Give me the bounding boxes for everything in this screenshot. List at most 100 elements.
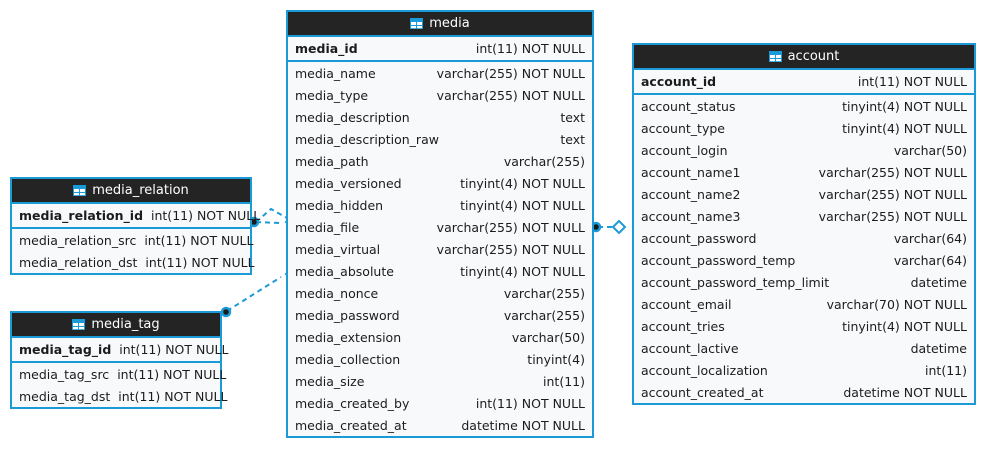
column-type: varchar(255) (503, 285, 585, 301)
table-icon (768, 51, 782, 62)
column-type: varchar(70) NOT NULL (826, 296, 967, 312)
column-type: tinyint(4) NOT NULL (460, 263, 585, 279)
column-name: account_email (641, 296, 732, 312)
column-row[interactable]: media_name varchar(255) NOT NULL (288, 62, 592, 84)
column-row[interactable]: media_relation_dst int(11) NOT NULL (12, 251, 255, 273)
column-name: account_name2 (641, 186, 741, 202)
column-row[interactable]: account_name2 varchar(255) NOT NULL (634, 183, 974, 205)
column-type: varchar(64) (893, 252, 967, 268)
column-name: media_tag_src (19, 366, 110, 382)
table-icon (73, 185, 87, 196)
column-row[interactable]: media_description text (288, 106, 592, 128)
column-name: media_tag_dst (19, 388, 111, 404)
entity-media[interactable]: media media_id int(11) NOT NULL media_na… (286, 10, 594, 438)
column-type: varchar(255) NOT NULL (436, 65, 585, 81)
column-type: text (560, 131, 585, 147)
entity-media-columns: media_id int(11) NOT NULL media_name var… (288, 37, 592, 436)
column-name: media_size (295, 373, 365, 389)
column-type: int(11) NOT NULL (857, 74, 967, 89)
column-row[interactable]: media_versioned tinyint(4) NOT NULL (288, 172, 592, 194)
column-row[interactable]: media_size int(11) (288, 370, 592, 392)
column-name: media_path (295, 153, 369, 169)
table-icon (410, 18, 424, 29)
column-type: varchar(255) NOT NULL (818, 208, 967, 224)
column-row[interactable]: account_lactive datetime (634, 337, 974, 359)
column-row[interactable]: account_name1 varchar(255) NOT NULL (634, 161, 974, 183)
column-row[interactable]: media_collection tinyint(4) (288, 348, 592, 370)
entity-media_relation[interactable]: media_relation media_relation_id int(11)… (10, 177, 260, 275)
column-name: account_name1 (641, 164, 741, 180)
column-row[interactable]: account_localization int(11) (634, 359, 974, 381)
column-name: media_created_by (295, 395, 410, 411)
entity-account[interactable]: account account_id int(11) NOT NULL acco… (632, 43, 976, 405)
column-name: account_lactive (641, 340, 739, 356)
entity-media-name: media (429, 16, 470, 31)
column-type: int(11) (543, 373, 585, 389)
column-name: account_localization (641, 362, 768, 378)
entity-account-name: account (787, 49, 840, 64)
column-name: media_absolute (295, 263, 394, 279)
relationship-media-account[interactable] (598, 219, 627, 235)
column-row[interactable]: media_created_at datetime NOT NULL (288, 414, 592, 436)
column-name: account_name3 (641, 208, 741, 224)
column-row[interactable]: media_type varchar(255) NOT NULL (288, 84, 592, 106)
column-row[interactable]: media_description_raw text (288, 128, 592, 150)
entity-media_tag[interactable]: media_tag media_tag_id int(11) NOT NULL … (10, 311, 228, 409)
column-name: media_nonce (295, 285, 379, 301)
column-row[interactable]: media_virtual varchar(255) NOT NULL (288, 238, 592, 260)
column-row[interactable]: account_created_at datetime NOT NULL (634, 381, 974, 403)
column-type: varchar(50) (511, 329, 585, 345)
column-row[interactable]: account_password varchar(64) (634, 227, 974, 249)
column-type: int(11) NOT NULL (475, 41, 585, 56)
column-row[interactable]: media_absolute tinyint(4) NOT NULL (288, 260, 592, 282)
column-name: account_password_temp (641, 252, 796, 268)
column-type: tinyint(4) NOT NULL (842, 98, 967, 114)
column-type: varchar(255) NOT NULL (818, 164, 967, 180)
column-row[interactable]: account_password_temp_limit datetime (634, 271, 974, 293)
column-type: datetime NOT NULL (461, 417, 585, 433)
column-name: media_collection (295, 351, 401, 367)
column-row[interactable]: media_extension varchar(50) (288, 326, 592, 348)
column-row[interactable]: media_file varchar(255) NOT NULL (288, 216, 592, 238)
column-type: datetime (910, 340, 967, 356)
column-row[interactable]: account_password_temp varchar(64) (634, 249, 974, 271)
column-name: media_relation_id (19, 208, 144, 223)
column-row[interactable]: media_tag_dst int(11) NOT NULL (12, 385, 227, 407)
column-name: media_id (295, 41, 358, 56)
column-row[interactable]: media_nonce varchar(255) (288, 282, 592, 304)
column-name: account_created_at (641, 384, 764, 400)
column-row[interactable]: account_login varchar(50) (634, 139, 974, 161)
column-name: account_id (641, 74, 717, 89)
column-row[interactable]: account_status tinyint(4) NOT NULL (634, 95, 974, 117)
column-name: media_relation_dst (19, 254, 138, 270)
column-row[interactable]: media_tag_src int(11) NOT NULL (12, 363, 226, 385)
column-type: tinyint(4) NOT NULL (460, 197, 585, 213)
column-type: datetime NOT NULL (843, 384, 967, 400)
column-row[interactable]: account_tries tinyint(4) NOT NULL (634, 315, 974, 337)
column-row[interactable]: media_created_by int(11) NOT NULL (288, 392, 592, 414)
column-name: account_login (641, 142, 728, 158)
column-row[interactable]: media_hidden tinyint(4) NOT NULL (288, 194, 592, 216)
column-row[interactable]: account_type tinyint(4) NOT NULL (634, 117, 974, 139)
column-name: media_created_at (295, 417, 407, 433)
column-row[interactable]: media_relation_src int(11) NOT NULL (12, 229, 253, 251)
column-type: int(11) NOT NULL (145, 254, 255, 270)
column-type: varchar(50) (893, 142, 967, 158)
column-name: media_name (295, 65, 376, 81)
column-row[interactable]: media_path varchar(255) (288, 150, 592, 172)
column-row-pk[interactable]: account_id int(11) NOT NULL (634, 70, 974, 95)
column-row-pk[interactable]: media_id int(11) NOT NULL (288, 37, 592, 62)
column-name: media_description (295, 109, 410, 125)
column-row-pk[interactable]: media_relation_id int(11) NOT NULL (12, 204, 260, 229)
column-type: varchar(255) NOT NULL (436, 219, 585, 235)
column-name: media_description_raw (295, 131, 439, 147)
column-type: int(11) NOT NULL (151, 208, 261, 223)
column-name: media_password (295, 307, 400, 323)
column-row[interactable]: account_name3 varchar(255) NOT NULL (634, 205, 974, 227)
entity-media_relation-columns: media_relation_id int(11) NOT NULL media… (12, 204, 260, 273)
relationship-media_relation-media-1[interactable] (255, 207, 288, 223)
column-row-pk[interactable]: media_tag_id int(11) NOT NULL (12, 338, 228, 363)
column-row[interactable]: media_password varchar(255) (288, 304, 592, 326)
column-row[interactable]: account_email varchar(70) NOT NULL (634, 293, 974, 315)
